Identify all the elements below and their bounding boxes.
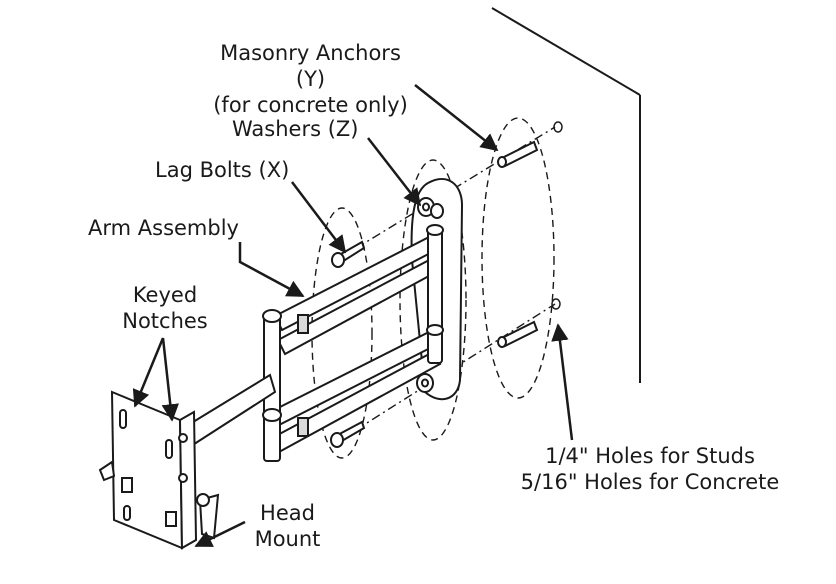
keyed-notches-label: Keyed Notches bbox=[115, 282, 215, 334]
head-mount-line-2: Mount bbox=[254, 527, 321, 551]
arm-assembly bbox=[178, 224, 444, 462]
wall-holes bbox=[551, 121, 563, 310]
head-mount-line-1: Head bbox=[260, 501, 315, 525]
holes-line-2: 5/16" Holes for Concrete bbox=[520, 470, 780, 494]
arm-assembly-label: Arm Assembly bbox=[88, 216, 239, 240]
masonry-anchors-line-2: (Y) bbox=[295, 67, 326, 91]
lag-bolts-label: Lag Bolts (X) bbox=[155, 158, 290, 182]
washers-label: Washers (Z) bbox=[232, 117, 359, 141]
head-mount-label: Head Mount bbox=[245, 500, 330, 552]
lag-bolts bbox=[330, 240, 366, 448]
holes-line-1: 1/4" Holes for Studs bbox=[545, 444, 755, 468]
wall bbox=[491, 7, 641, 383]
keyed-notches-line-2: Notches bbox=[122, 309, 208, 333]
head-mount bbox=[98, 390, 220, 550]
keyed-notches-line-1: Keyed bbox=[132, 283, 198, 307]
leader-lines bbox=[132, 84, 574, 548]
masonry-anchors-line-1: Masonry Anchors bbox=[220, 41, 401, 65]
masonry-anchors bbox=[497, 140, 539, 348]
masonry-anchors-label: Masonry Anchors (Y) (for concrete only) bbox=[208, 40, 413, 118]
masonry-anchors-line-3: (for concrete only) bbox=[213, 93, 408, 117]
holes-label: 1/4" Holes for Studs 5/16" Holes for Con… bbox=[505, 443, 795, 495]
